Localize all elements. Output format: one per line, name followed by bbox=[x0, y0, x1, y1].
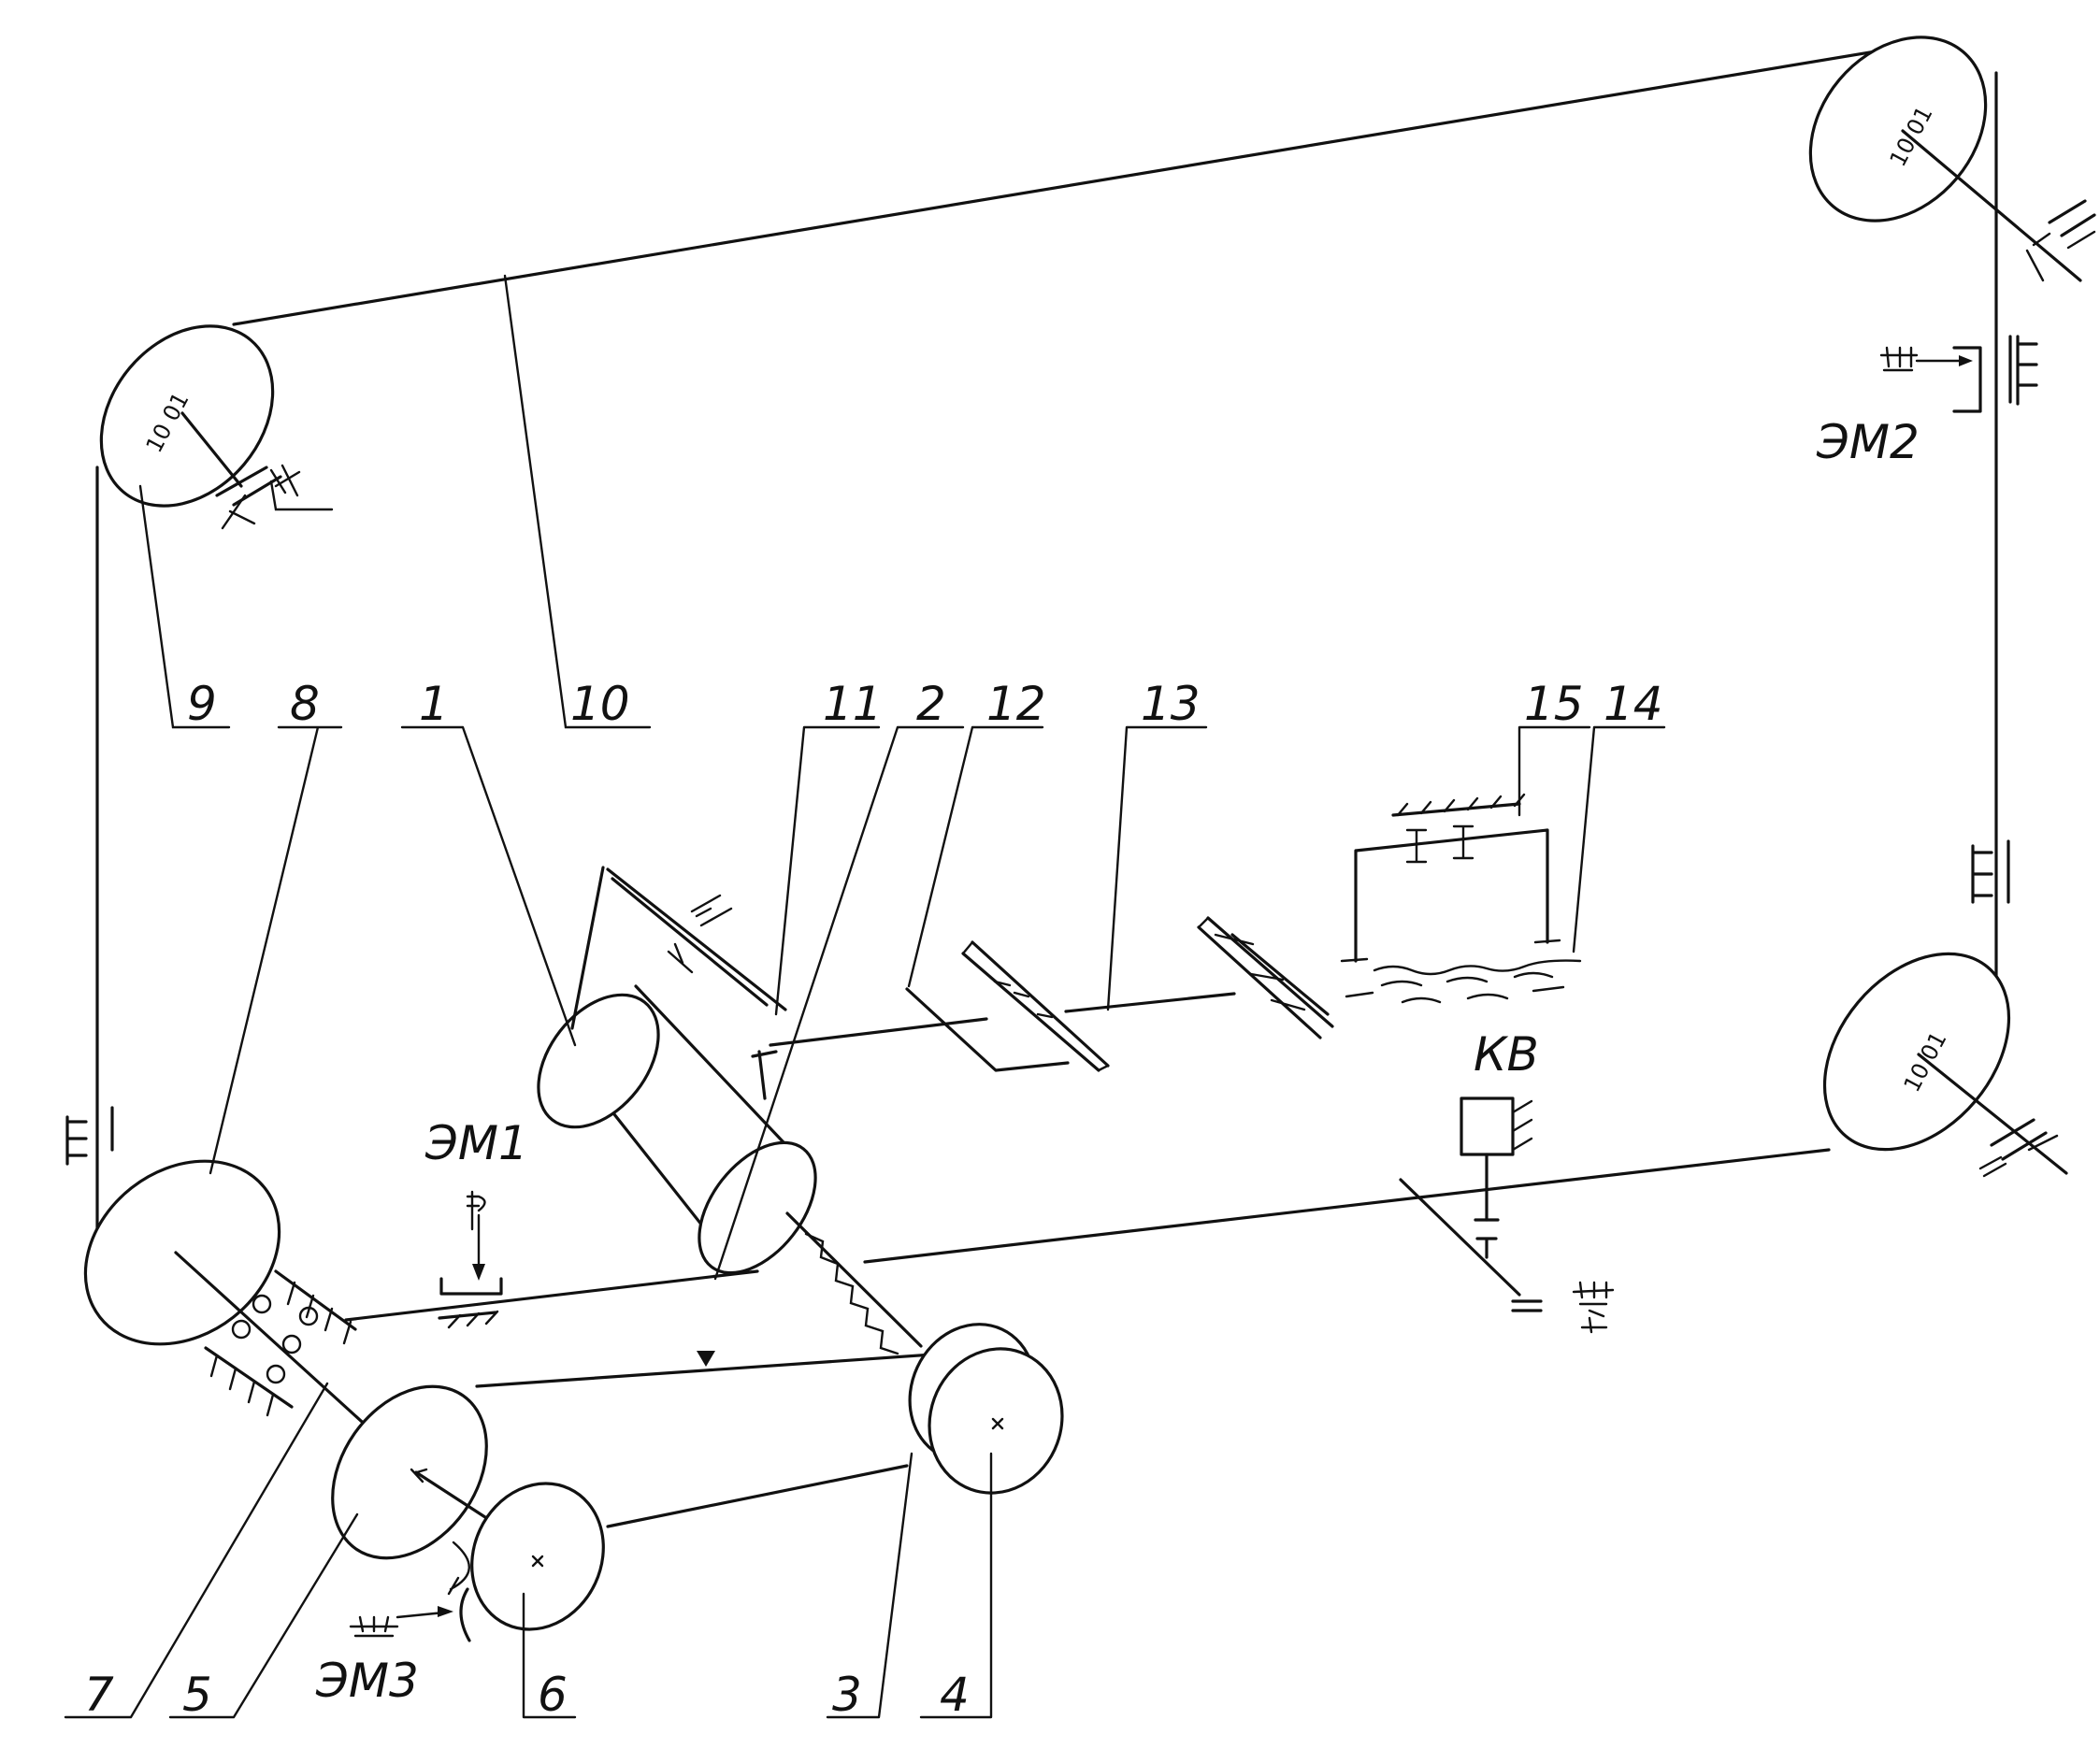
label-em3: ЭМ3 bbox=[315, 1654, 419, 1708]
gear-12 bbox=[905, 940, 1110, 1072]
shaft-12-13 bbox=[751, 992, 1236, 1100]
label-em1: ЭМ1 bbox=[424, 1116, 528, 1170]
cable-loop bbox=[95, 40, 1998, 1322]
callout-6: 6 bbox=[538, 1668, 568, 1722]
callout-3: 3 bbox=[832, 1668, 862, 1722]
callout-2: 2 bbox=[916, 677, 946, 731]
callout-13: 13 bbox=[1141, 677, 1201, 731]
callout-8: 8 bbox=[290, 677, 320, 731]
callout-labels: 9 8 1 10 11 2 12 13 15 14 7 5 6 3 4 bbox=[84, 677, 1663, 1722]
label-kv: КВ bbox=[1474, 1027, 1539, 1082]
cable-guides bbox=[65, 335, 2038, 1166]
callout-4: 4 bbox=[940, 1668, 970, 1722]
sheave-upper-right: 10 01 bbox=[1808, 36, 2096, 282]
callout-11: 11 bbox=[823, 677, 883, 731]
bearing-drum-11 bbox=[570, 866, 787, 1030]
bearing-upper-right bbox=[2025, 199, 2096, 282]
sheave-lower-right: 10 01 bbox=[1822, 952, 2068, 1178]
callout-14: 14 bbox=[1604, 677, 1663, 731]
callout-5: 5 bbox=[182, 1668, 212, 1722]
callout-15: 15 bbox=[1524, 677, 1584, 731]
bearing-lower-right bbox=[1978, 1118, 2059, 1178]
sheave-upper-left: 10 01 bbox=[99, 324, 301, 530]
damper-14-15 bbox=[1340, 793, 1582, 1004]
callout-7: 7 bbox=[84, 1668, 114, 1722]
callout-leaders bbox=[64, 274, 1666, 1719]
drive-pulleys bbox=[331, 1323, 1064, 1631]
brake-em2: ЭМ2 bbox=[1816, 346, 1982, 469]
label-em2: ЭМ2 bbox=[1816, 415, 1920, 469]
hatched-support-lower-left bbox=[204, 1269, 357, 1417]
callout-1: 1 bbox=[419, 677, 449, 731]
callout-12: 12 bbox=[986, 677, 1046, 731]
brake-em3: ЭМ3 bbox=[315, 1587, 471, 1708]
drum-1 bbox=[537, 984, 923, 1355]
gear-13 bbox=[1197, 916, 1334, 1039]
bearing-upper-left bbox=[215, 464, 301, 530]
limit-switch-kv: КВ bbox=[1399, 1027, 1615, 1334]
callout-10: 10 bbox=[570, 677, 630, 731]
callout-9: 9 bbox=[187, 677, 217, 731]
brake-em1: ЭМ1 bbox=[424, 1116, 528, 1329]
sheave-lower-left bbox=[83, 1159, 404, 1460]
